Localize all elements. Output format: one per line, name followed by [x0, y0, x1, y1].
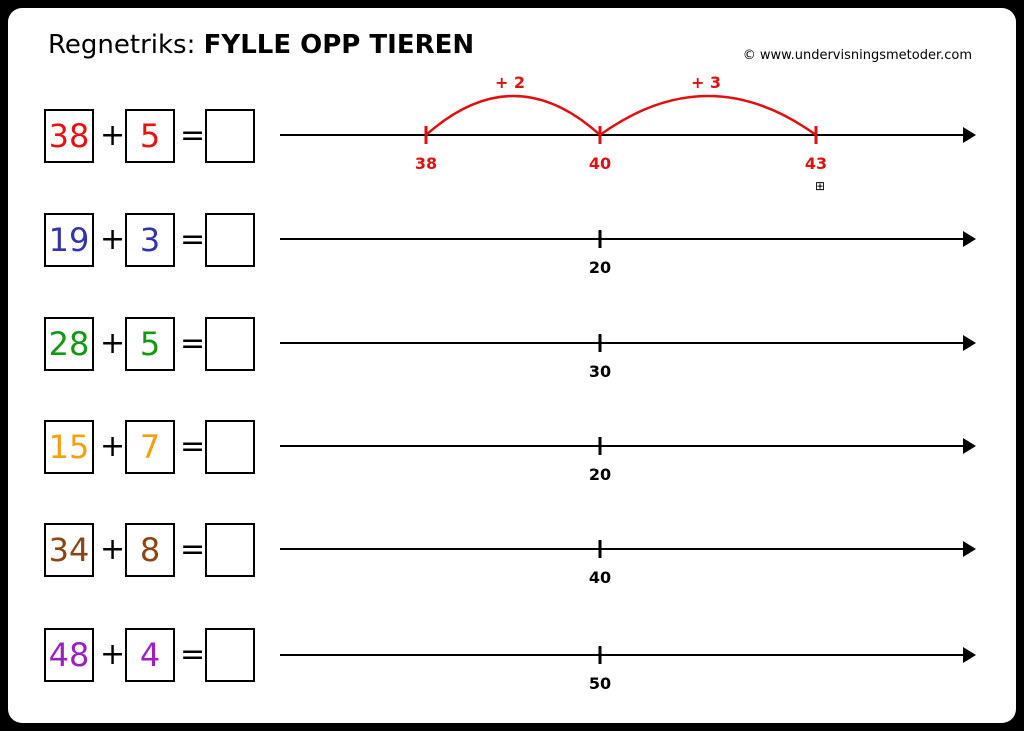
equals-sign: = — [180, 532, 206, 567]
plus-sign: + — [100, 222, 126, 257]
arrow-head — [963, 335, 976, 351]
arrow-head — [963, 541, 976, 557]
addend-box: 48 — [44, 628, 94, 682]
tick-label: 40 — [589, 568, 611, 587]
plus-sign: + — [100, 637, 126, 672]
arrow-head — [963, 127, 976, 143]
page-title: Regnetriks: FYLLE OPP TIEREN — [48, 30, 474, 60]
addend-box: 5 — [125, 317, 175, 371]
addend-box: 8 — [125, 523, 175, 577]
equals-sign: = — [180, 222, 206, 257]
tick-label: 20 — [589, 258, 611, 277]
addend-box: 7 — [125, 420, 175, 474]
title-topic: FYLLE OPP TIEREN — [203, 30, 475, 60]
answer-box[interactable] — [205, 317, 255, 371]
equals-sign: = — [180, 637, 206, 672]
tick-label: 43 — [805, 154, 827, 173]
plus-sign: + — [100, 118, 126, 153]
number-lines: 38 40 43 + 2 + 3 ⊞ 20 30 20 40 50 — [280, 73, 976, 693]
plus-sign: + — [100, 326, 126, 361]
equals-sign: = — [180, 118, 206, 153]
jump-arc — [599, 94, 817, 137]
answer-box[interactable] — [205, 213, 255, 267]
answer-box[interactable] — [205, 420, 255, 474]
answer-box[interactable] — [205, 523, 255, 577]
addend-box: 15 — [44, 420, 94, 474]
arrow-head — [963, 231, 976, 247]
tick-label: 20 — [589, 465, 611, 484]
addend-box: 28 — [44, 317, 94, 371]
equals-sign: = — [180, 429, 206, 464]
answer-box[interactable] — [205, 109, 255, 163]
arrow-head — [963, 438, 976, 454]
exercise-row: 48+4= — [8, 628, 1016, 708]
plus-sign: + — [100, 429, 126, 464]
addend-box: 3 — [125, 213, 175, 267]
exercise-row: 19+3= — [8, 213, 1016, 293]
answer-box[interactable] — [205, 628, 255, 682]
tick-label: 50 — [589, 674, 611, 693]
move-handle-icon: ⊞ — [815, 179, 825, 193]
plus-sign: + — [100, 532, 126, 567]
addend-box: 38 — [44, 109, 94, 163]
jump-arc — [425, 94, 601, 136]
copyright-notice: © www.undervisningsmetoder.com — [742, 48, 972, 63]
exercise-row: 15+7= — [8, 420, 1016, 500]
addend-box: 4 — [125, 628, 175, 682]
worksheet: Regnetriks: FYLLE OPP TIEREN © www.under… — [8, 8, 1016, 723]
exercise-row: 28+5= — [8, 317, 1016, 397]
exercise-row: 38+5= — [8, 109, 1016, 189]
jump-label: + 2 — [495, 73, 525, 92]
addend-box: 19 — [44, 213, 94, 267]
tick-label: 38 — [415, 154, 437, 173]
equals-sign: = — [180, 326, 206, 361]
title-prefix: Regnetriks: — [48, 30, 196, 60]
addend-box: 34 — [44, 523, 94, 577]
tick-label: 40 — [589, 154, 611, 173]
jump-label: + 3 — [691, 73, 721, 92]
arrow-head — [963, 647, 976, 663]
exercise-row: 34+8= — [8, 523, 1016, 603]
tick-label: 30 — [589, 362, 611, 381]
addend-box: 5 — [125, 109, 175, 163]
